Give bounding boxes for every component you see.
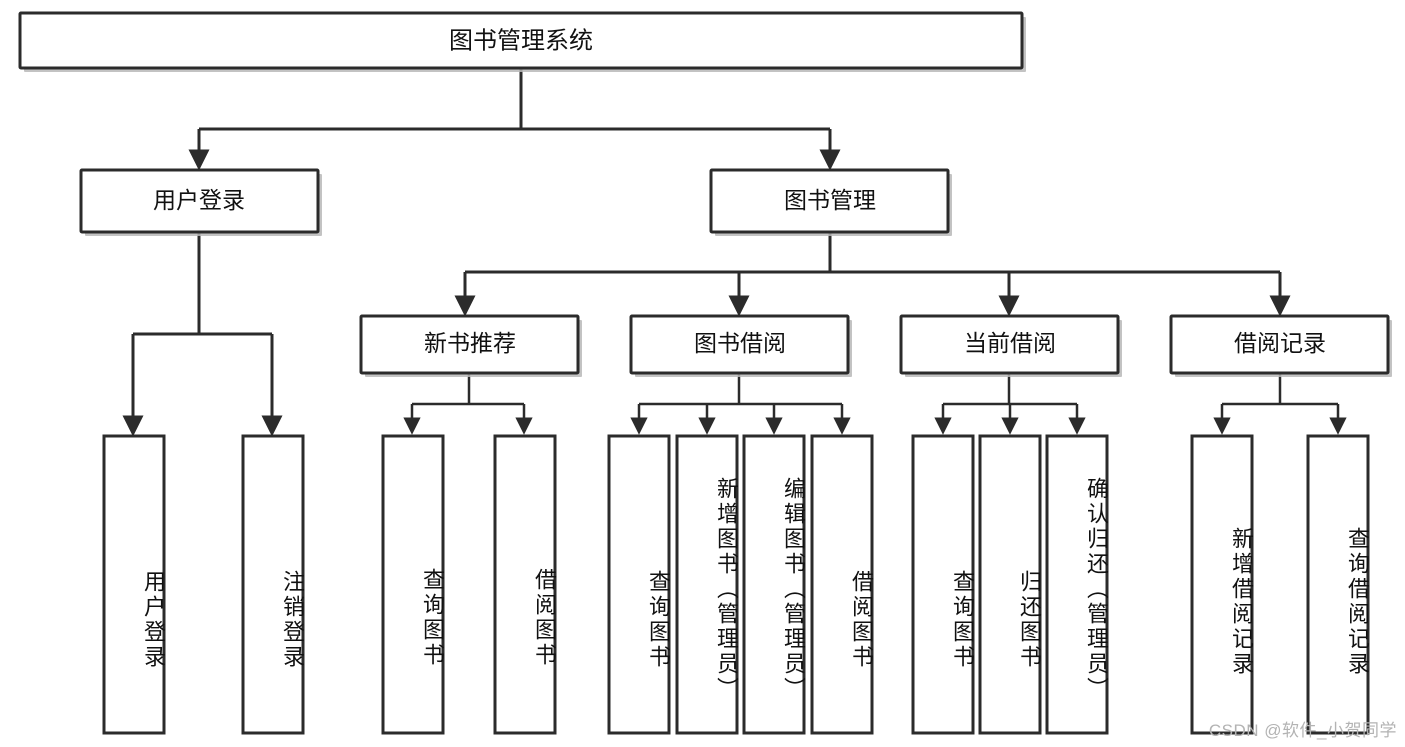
- leaf-box-user-logout[interactable]: [241, 434, 305, 735]
- node-book-manage-label: 图书管理: [784, 187, 876, 213]
- node-current-borrow-label: 当前借阅: [964, 330, 1056, 356]
- leaf-box-query-record[interactable]: [1306, 434, 1370, 735]
- leaf-box-add-record[interactable]: [1190, 434, 1254, 735]
- node-borrow-record[interactable]: 借阅记录: [1169, 314, 1392, 377]
- leaf-box-add-book[interactable]: [675, 434, 739, 735]
- node-new-book-rec[interactable]: 新书推荐: [359, 314, 582, 377]
- node-book-manage[interactable]: 图书管理: [709, 168, 952, 236]
- leaf-box-edit-book[interactable]: [742, 434, 806, 735]
- leaf-box-borrow-book-2[interactable]: [810, 434, 874, 735]
- leaf-box-confirm-return[interactable]: [1045, 434, 1109, 735]
- node-borrow-record-label: 借阅记录: [1234, 330, 1326, 356]
- leaf-box-borrow-book-1[interactable]: [493, 434, 557, 735]
- leaf-box-query-book-1[interactable]: [381, 434, 445, 735]
- watermark-text: CSDN @软件_小贺同学: [1208, 721, 1397, 740]
- leaf-boxes: [102, 434, 1370, 735]
- node-user-login[interactable]: 用户登录: [79, 168, 322, 236]
- node-root-label: 图书管理系统: [449, 27, 593, 54]
- connectors: [122, 68, 1347, 437]
- node-root[interactable]: 图书管理系统: [18, 11, 1026, 72]
- node-current-borrow[interactable]: 当前借阅: [899, 314, 1122, 377]
- leaf-box-query-book-2[interactable]: [607, 434, 671, 735]
- node-user-login-label: 用户登录: [153, 187, 245, 213]
- node-new-book-rec-label: 新书推荐: [424, 330, 516, 356]
- node-book-borrow-label: 图书借阅: [694, 330, 786, 356]
- node-book-borrow[interactable]: 图书借阅: [629, 314, 852, 377]
- leaf-box-user-login[interactable]: [102, 434, 166, 735]
- leaf-box-return-book[interactable]: [978, 434, 1042, 735]
- leaf-box-query-book-3[interactable]: [911, 434, 975, 735]
